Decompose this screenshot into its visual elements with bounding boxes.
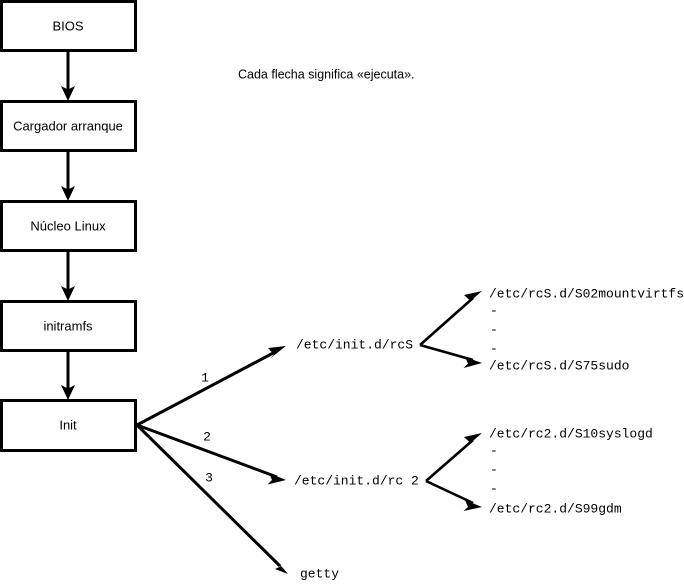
arrow-kernel-to-initramfs — [61, 251, 75, 301]
rcS-ellipsis-dash-3: - — [490, 341, 498, 356]
init-box-rect — [0, 399, 137, 452]
rc2-ellipsis-dash-3: - — [490, 481, 498, 496]
branch-2-target-label: /etc/init.d/rc 2 — [294, 473, 419, 488]
arrow-bootloader-to-kernel — [61, 151, 75, 201]
rc2-ellipsis-dash-2: - — [490, 462, 498, 477]
rc2-last-script-label: /etc/rc2.d/S99gdm — [489, 501, 622, 516]
branch-3-target-label: getty — [300, 566, 339, 581]
arrow-bios-to-bootloader — [61, 51, 75, 101]
rcS-first-script-arrow — [419, 291, 482, 346]
diagram-caption: Cada flecha significa «ejecuta». — [238, 67, 415, 81]
branch-3-arrow: 3 — [135, 423, 288, 574]
branch-3-number: 3 — [205, 470, 213, 485]
branch-1-target-label: /etc/init.d/rcS — [296, 337, 413, 352]
rc2-first-script-arrow — [425, 433, 482, 482]
bios-box-rect — [0, 0, 137, 52]
stage-box-kernel: Núcleo Linux — [0, 200, 137, 252]
branch-2-number: 2 — [203, 429, 211, 444]
init-box-label: Init — [59, 417, 77, 432]
arrow-initramfs-to-init — [61, 351, 75, 400]
rcS-last-script-label: /etc/rcS.d/S75sudo — [489, 358, 629, 373]
initramfs-box-label: initramfs — [43, 318, 93, 333]
rcS-last-script-arrow — [419, 343, 482, 368]
branch-2-arrow: 2 — [136, 423, 286, 485]
rcS-ellipsis-dash-2: - — [490, 322, 498, 337]
rcS-first-script-label: /etc/rcS.d/S02mountvirtfs — [489, 286, 684, 301]
branch-1-number: 1 — [201, 370, 209, 385]
stage-box-bootloader: Cargador arranque — [0, 100, 137, 152]
rcS-ellipsis-dash-1: - — [490, 303, 498, 318]
rc2-last-script-arrow — [425, 479, 482, 511]
branch-1-arrow: 1 — [136, 346, 286, 427]
bios-box-label: BIOS — [52, 18, 83, 33]
rc2-first-script-label: /etc/rc2.d/S10syslogd — [489, 426, 653, 441]
stage-box-initramfs: initramfs — [0, 300, 137, 352]
stage-box-bios: BIOS — [0, 0, 137, 52]
kernel-box-rect — [0, 200, 137, 252]
stage-box-init: Init — [0, 399, 137, 452]
initramfs-box-rect — [0, 300, 137, 352]
kernel-box-label: Núcleo Linux — [30, 218, 106, 233]
rc2-ellipsis-dash-1: - — [490, 443, 498, 458]
bootloader-box-rect — [0, 100, 137, 152]
bootloader-box-label: Cargador arranque — [13, 118, 123, 133]
